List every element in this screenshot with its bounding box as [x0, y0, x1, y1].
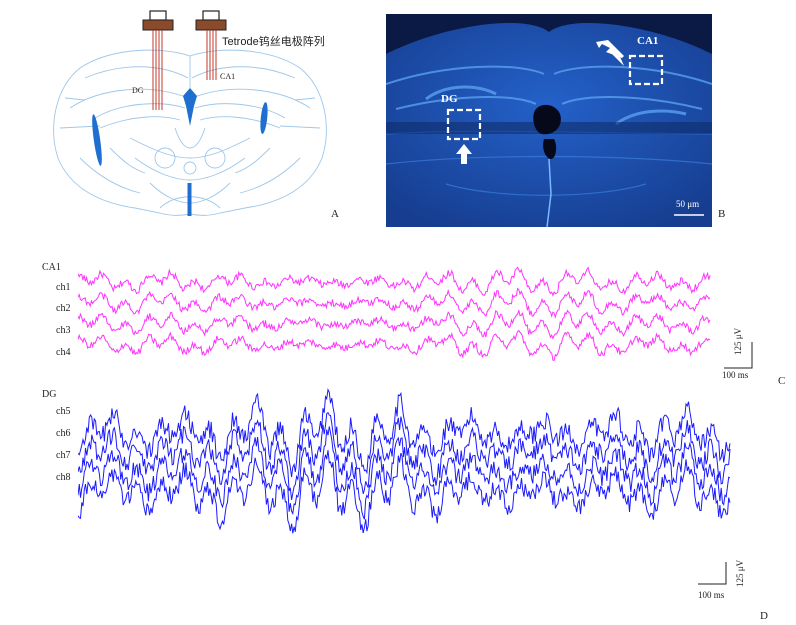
- dg-arrow: [456, 144, 472, 164]
- ch4-trace: [78, 329, 711, 362]
- panel-d-channel-label: ch5: [56, 406, 71, 417]
- panel-c-channel-label: ch3: [56, 325, 71, 336]
- panel-c-scale-amp: 125 μV: [733, 327, 743, 355]
- panel-c-channel-label: ch1: [56, 282, 71, 293]
- panel-c-scale-bar: [724, 342, 753, 369]
- dg-roi-box: [446, 108, 482, 141]
- panel-c-channel-label: ch2: [56, 303, 71, 314]
- panel-b-dg-label: DG: [441, 93, 458, 105]
- ch7-trace: [78, 426, 731, 520]
- electrode-right: [195, 10, 227, 80]
- panel-d-channel-label: ch7: [56, 450, 71, 461]
- panel-d-traces: [78, 388, 731, 534]
- ventricle-marks: [92, 88, 268, 216]
- panel-b-ca1-label: CA1: [637, 35, 659, 47]
- panel-a-dg-label: DG: [132, 86, 144, 95]
- ch2-trace: [78, 287, 711, 319]
- panel-d-channel-label: ch6: [56, 428, 71, 439]
- panel-c-letter: C: [778, 375, 786, 387]
- electrode-left: [142, 10, 174, 110]
- panel-d-region-label: DG: [42, 389, 57, 400]
- panel-d-letter: D: [760, 610, 768, 622]
- panel-a-letter: A: [331, 208, 339, 220]
- ca1-roi-box: [628, 54, 664, 86]
- panel-b-letter: B: [718, 208, 726, 220]
- panel-d-scale-time: 100 ms: [698, 590, 725, 600]
- ch5-trace: [78, 388, 731, 478]
- electrode-array-label: Tetrode钨丝电极阵列: [222, 36, 325, 48]
- panel-c-region-label: CA1: [42, 262, 61, 273]
- ch1-trace: [78, 266, 711, 297]
- panel-c-channel-label: ch4: [56, 347, 71, 358]
- panel-d-channel-label: ch8: [56, 472, 71, 483]
- panel-d-scale-bar: [698, 562, 727, 585]
- panel-c-traces: [78, 266, 711, 362]
- micrograph-image: [386, 14, 712, 227]
- ch6-trace: [78, 411, 731, 500]
- ca1-arrow: [596, 40, 624, 66]
- panel-b-micrograph: [386, 14, 712, 227]
- panel-a-schematic: [53, 10, 327, 216]
- panel-a-ca1-label: CA1: [220, 72, 236, 81]
- ch8-trace: [78, 450, 731, 534]
- panel-d-scale-amp: 125 μV: [735, 559, 745, 587]
- panel-c-scale-time: 100 ms: [722, 370, 749, 380]
- panel-b-scale-label: 50 μm: [676, 199, 700, 209]
- ch3-trace: [78, 309, 711, 340]
